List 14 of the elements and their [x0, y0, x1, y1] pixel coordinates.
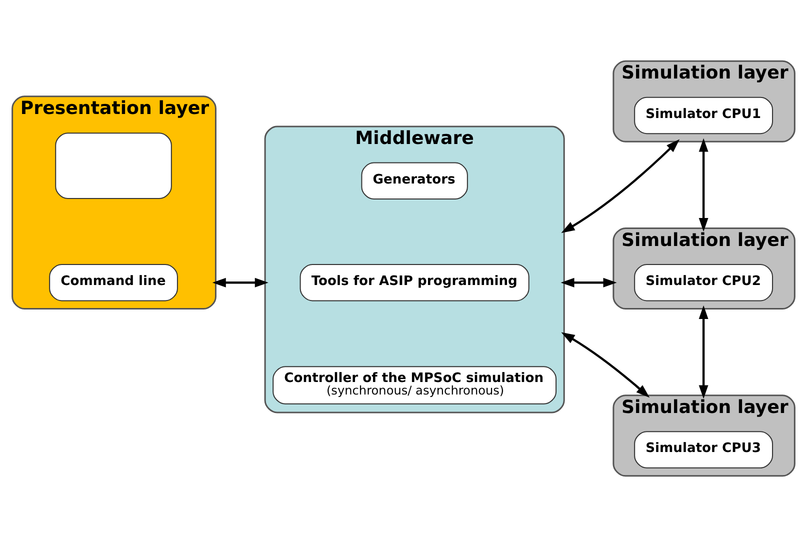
node-box: Generators [361, 162, 468, 200]
node-box: Simulator CPU2 [634, 263, 774, 301]
arrow [560, 277, 617, 287]
arrow [561, 138, 680, 232]
arrow [212, 277, 268, 287]
arrow [698, 304, 708, 398]
arrow [698, 138, 708, 232]
arrow [561, 332, 650, 398]
node-box: Command line [49, 263, 178, 301]
node-box: Tools for ASIP programming [300, 263, 530, 301]
node-box [55, 132, 172, 199]
node-box: Simulator CPU3 [634, 430, 774, 468]
node-box: Controller of the MPSoC simulation (synchronous/ asynchronous) [272, 366, 557, 404]
node-box: Simulator CPU1 [634, 96, 774, 134]
